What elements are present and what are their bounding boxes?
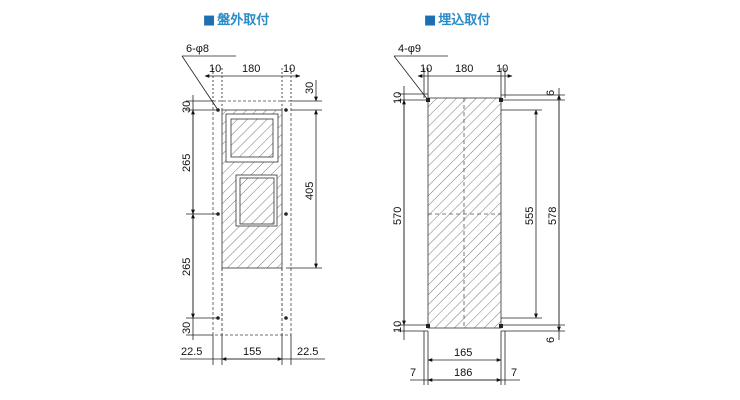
surface-left-dim: 265 — [181, 258, 193, 276]
flush-hole-note: 4-φ9 — [398, 43, 421, 55]
flush-bottom-dim: 186 — [454, 367, 472, 379]
flush-bottom-inner-dim: 165 — [454, 347, 472, 359]
surface-mount-title-text: 盤外取付 — [217, 13, 270, 28]
hole-marker — [284, 212, 288, 216]
flush-left-dim: 10 — [392, 321, 404, 333]
surface-top-dim: 10 — [209, 63, 221, 75]
flush-top-dim: 10 — [420, 63, 432, 75]
surface-hole-note: 6-φ8 — [186, 43, 209, 55]
surface-bottom-dim: 22.5 — [297, 346, 318, 358]
hole-marker — [284, 108, 288, 112]
title-marker-icon: ■ — [424, 13, 437, 28]
surface-top-dim: 180 — [242, 63, 260, 75]
hole-marker — [426, 324, 430, 328]
surface-left-dim: 30 — [181, 322, 193, 334]
flush-top-dim: 180 — [455, 63, 473, 75]
surface-bottom-dim: 155 — [243, 346, 261, 358]
surface-mount-title: ■盤外取付 — [203, 9, 269, 28]
flush-mount-title: ■埋込取付 — [424, 9, 490, 28]
flush-mount-drawing — [393, 55, 565, 385]
surface-left-dim: 265 — [181, 154, 193, 172]
flush-right-bottom-dim: 6 — [545, 337, 557, 343]
flush-unit-body — [427, 97, 502, 329]
surface-panel-outline — [212, 100, 292, 336]
surface-right-dim: 405 — [304, 182, 316, 200]
flush-top-dim: 10 — [496, 63, 508, 75]
flush-bottom-dim: 7 — [511, 367, 517, 379]
flush-left-dim: 570 — [392, 207, 404, 225]
flush-right-top-dim: 6 — [545, 90, 557, 96]
surface-lower-window-inner — [239, 177, 275, 225]
surface-top-dim: 10 — [283, 63, 295, 75]
flush-right-outer-dim: 578 — [547, 207, 559, 225]
flush-mount-title-text: 埋込取付 — [438, 13, 491, 28]
flush-left-dim: 10 — [392, 92, 404, 104]
surface-right-top-dim: 30 — [304, 82, 316, 94]
surface-upper-window-inner — [230, 118, 274, 158]
hole-marker — [284, 316, 288, 320]
surface-left-dim: 30 — [181, 101, 193, 113]
flush-right-inner-dim: 555 — [524, 207, 536, 225]
surface-mount-drawing — [180, 55, 325, 365]
title-marker-icon: ■ — [203, 13, 216, 28]
surface-bottom-dim: 22.5 — [181, 346, 202, 358]
flush-bottom-dim: 7 — [410, 367, 416, 379]
hole-marker — [499, 324, 503, 328]
